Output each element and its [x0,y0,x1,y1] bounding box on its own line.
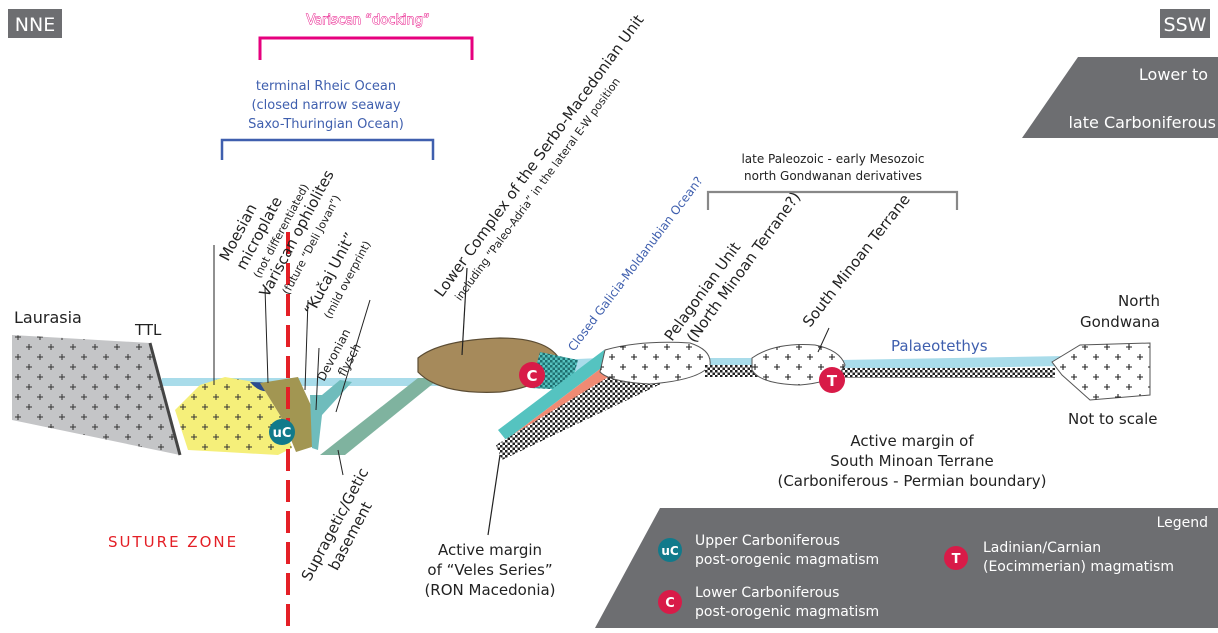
check-seg-1 [705,365,765,377]
docking-bracket: Variscan “docking” [258,13,474,60]
rheic-line-1: terminal Rheic Ocean [256,79,396,94]
period-line-1: Lower to [1139,65,1208,84]
ssw-tag: SSW [1160,9,1210,38]
period-box: Lower to late Carboniferous [1022,57,1218,138]
pelagonian-block [599,341,711,385]
legend-c-line-2: post-orogenic magmatism [695,604,879,620]
c-marker: C [519,362,545,388]
legend-item-uc: uC Upper Carboniferous post-orogenic mag… [658,533,879,568]
legend-uc-symbol: uC [661,544,679,558]
uc-marker-label: uC [273,426,292,441]
ttl-label: TTL [134,321,162,339]
active-margin-line-2: South Minoan Terrane [830,452,993,470]
legend-panel: Legend uC Upper Carboniferous post-oroge… [595,508,1218,628]
devonian-flysch [310,380,352,450]
palaeotethys-label: Palaeotethys [891,337,988,355]
moesian-microplate [175,377,292,455]
legend-uc-line-1: Upper Carboniferous [695,533,840,549]
kucaj-unit [260,377,318,452]
subducting-slab [487,350,690,536]
gondwana-line-1: late Paleozoic - early Mesozoic [741,152,924,166]
legend-t-symbol: T [952,552,961,567]
gondwana-bracket: late Paleozoic - early Mesozoic north Go… [706,152,959,210]
veles-line-2: of “Veles Series” [427,561,552,579]
south-minoan-label: South Minoan Terrane [799,191,914,331]
legend-c-symbol: C [665,596,675,611]
period-line-2: late Carboniferous [1068,113,1216,132]
t-marker-label: T [827,372,838,390]
legend-t-line-2: (Eocimmerian) magmatism [983,559,1174,575]
north-gondwana-line-1: North [1118,292,1160,310]
legend-c-line-1: Lower Carboniferous [695,585,839,601]
t-marker: T [819,367,845,393]
rheic-line-3: Saxo-Thuringian Ocean) [248,117,404,132]
legend-uc-line-2: post-orogenic magmatism [695,552,879,568]
north-gondwana-line-2: Gondwana [1080,313,1160,331]
legend-title: Legend [1157,515,1208,531]
gondwana-line-2: north Gondwanan derivatives [744,169,922,183]
laurasia-label: Laurasia [14,308,82,327]
svg-text:Lower Complex of the Serbo-Mac: Lower Complex of the Serbo-Macedonian Un… [431,11,648,300]
not-to-scale-label: Not to scale [1068,410,1158,428]
nne-tag: NNE [8,9,62,38]
veles-line-3: (RON Macedonia) [424,581,555,599]
uc-marker: uC [269,419,295,445]
docking-label: Variscan “docking” [306,13,430,28]
check-seg-2 [840,368,1055,378]
leader-lines [213,245,371,476]
legend-t-line-1: Ladinian/Carnian [983,540,1101,556]
supragetic-basement [320,378,440,455]
rheic-bracket: terminal Rheic Ocean (closed narrow seaw… [220,79,435,160]
laurasia-block [12,335,182,456]
nne-label: NNE [15,14,55,36]
supragetic-label: Supragetic/Getic basement [298,465,376,584]
c-marker-label: C [526,367,537,385]
active-margin-line-1: Active margin of [850,432,974,450]
svg-text:(North Minoan Terrane?): (North Minoan Terrane?) [683,188,804,345]
veles-line-1: Active margin [438,541,542,559]
ssw-label: SSW [1164,14,1207,36]
rheic-line-2: (closed narrow seaway [251,98,400,113]
suture-zone-label: SUTURE ZONE [108,533,238,551]
active-margin-line-3: (Carboniferous - Permian boundary) [777,472,1046,490]
svg-text:including “Paleo-Adria” in the: including “Paleo-Adria” in the lateral E… [452,75,623,303]
legend-item-t: T Ladinian/Carnian (Eocimmerian) magmati… [944,540,1174,575]
north-gondwana-block [1051,342,1151,401]
legend-item-c: C Lower Carboniferous post-orogenic magm… [658,585,879,620]
